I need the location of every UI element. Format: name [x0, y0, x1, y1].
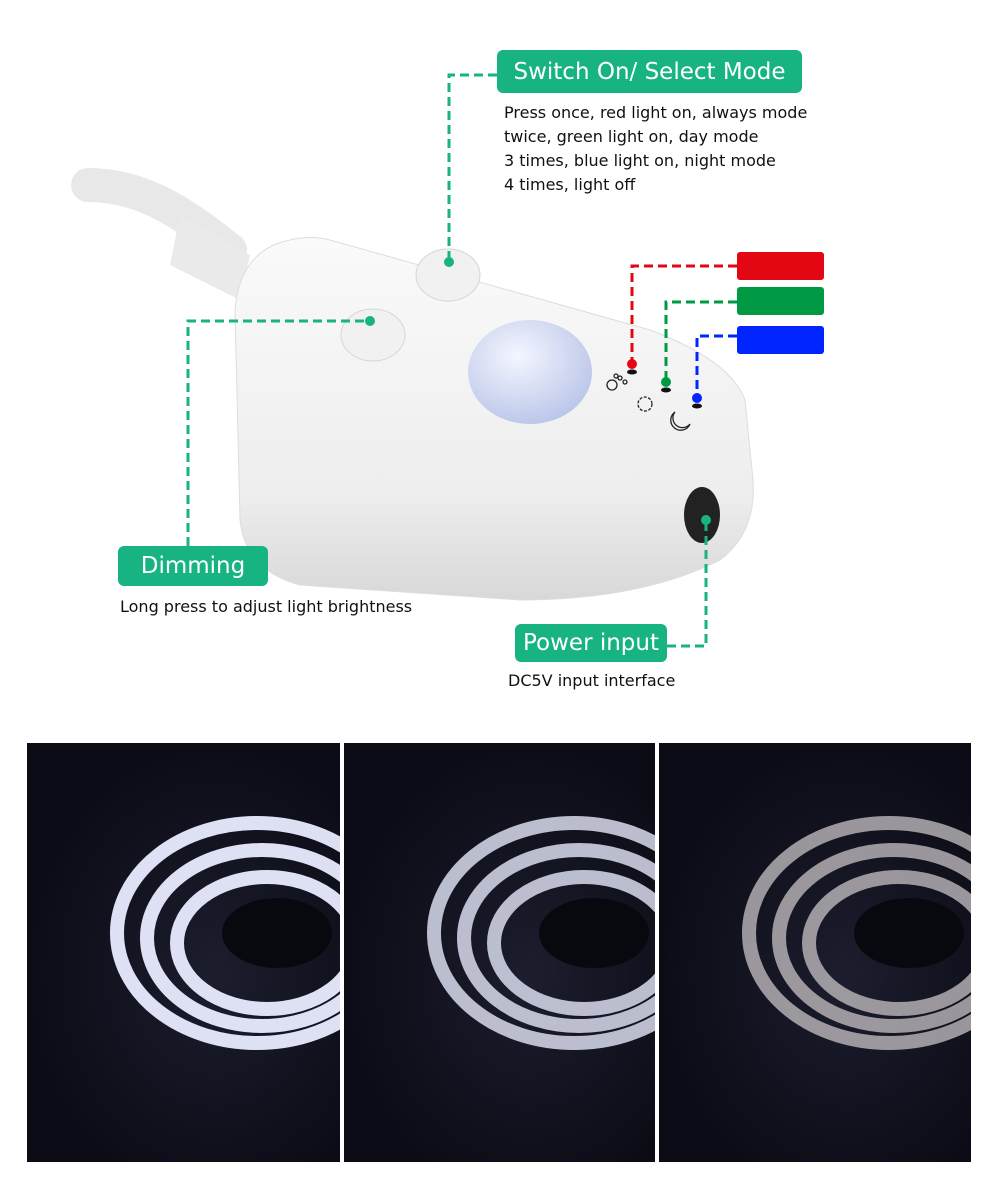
green-leader-line: [664, 300, 737, 382]
power-port[interactable]: [684, 487, 720, 543]
dimming-button[interactable]: [340, 308, 406, 362]
mode-leader-line: [447, 73, 497, 262]
device-body: [234, 237, 754, 601]
led-strip-photo-medium: [344, 743, 655, 1162]
paw-icon: [606, 373, 628, 391]
instruction-line: twice, green light on, day mode: [504, 127, 759, 146]
red-mode-swatch: [737, 252, 824, 280]
red-leader-line: [630, 264, 737, 363]
switch-mode-label: Switch On/ Select Mode: [497, 50, 802, 93]
instruction-line: 4 times, light off: [504, 175, 636, 194]
dimming-leader-line: [186, 319, 370, 546]
instruction-line: Press once, red light on, always mode: [504, 103, 808, 122]
dimming-description: Long press to adjust light brightness: [120, 597, 413, 616]
sun-icon: [637, 396, 653, 412]
motion-sensor-dome: [468, 320, 592, 424]
power-input-label: Power input: [515, 624, 667, 662]
moon-icon: [670, 411, 691, 431]
switch-mode-instructions: Press once, red light on, always mode tw…: [504, 101, 807, 197]
power-input-description: DC5V input interface: [508, 671, 676, 690]
dimming-label: Dimming: [118, 546, 268, 586]
cable: [71, 168, 250, 300]
green-mode-swatch: [737, 287, 824, 315]
blue-mode-swatch: [737, 326, 824, 354]
instruction-line: 3 times, blue light on, night mode: [504, 151, 776, 170]
led-strip-photo-dim: [659, 743, 971, 1162]
device-illustration: [71, 73, 754, 648]
led-strip-photo-bright: [27, 743, 340, 1162]
mode-button[interactable]: [415, 248, 481, 302]
